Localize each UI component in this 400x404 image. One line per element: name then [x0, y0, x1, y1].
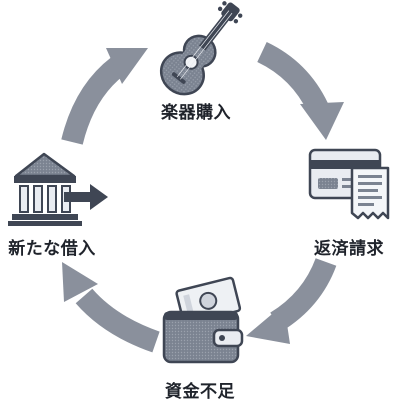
- arrow-bank-to-guitar: [61, 48, 148, 145]
- step-label-new-borrowing: 新たな借入: [8, 239, 96, 259]
- arrow-bill-to-wallet: [246, 257, 337, 344]
- step-label-fund-shortage: 資金不足: [165, 382, 235, 402]
- step-label-purchase: 楽器購入: [161, 103, 231, 123]
- bill-icon: [308, 148, 390, 220]
- step-label-repayment-demand: 返済請求: [314, 239, 384, 259]
- arrow-wallet-to-bank: [62, 262, 160, 353]
- bank-icon: [8, 152, 108, 226]
- guitar-icon: [159, 1, 243, 96]
- wallet-icon: [162, 276, 244, 364]
- arrow-purchase-to-bill: [257, 42, 344, 140]
